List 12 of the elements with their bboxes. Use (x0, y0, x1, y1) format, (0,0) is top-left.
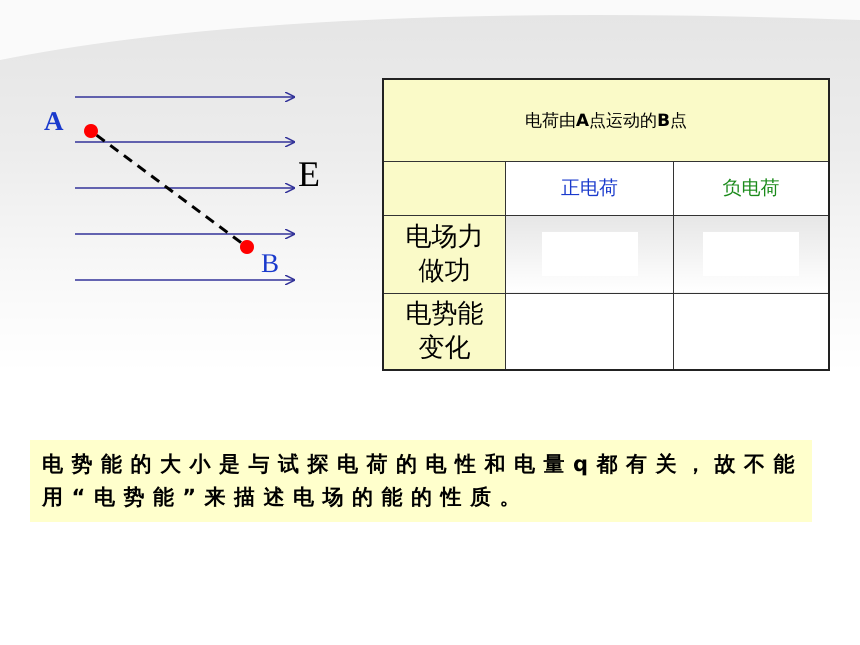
point-dot (240, 240, 254, 254)
column-header: 负电荷 (722, 177, 780, 199)
dashed-line (96, 134, 242, 244)
row-header: 电势能变化 (404, 298, 484, 366)
point-label: A (44, 108, 64, 135)
field-label: E (298, 156, 320, 192)
point-dot (84, 124, 98, 138)
table-header: 电荷由A点运动的B点 (524, 110, 688, 131)
column-header: 正电荷 (561, 177, 618, 199)
note-text: 电势能的大小是与试探电荷的电性和电量q都有关，故不能用“电势能”来描述电场的能的性质。 (30, 440, 812, 522)
row-header: 电场力做功 (404, 221, 484, 288)
point-label: B (261, 250, 280, 277)
